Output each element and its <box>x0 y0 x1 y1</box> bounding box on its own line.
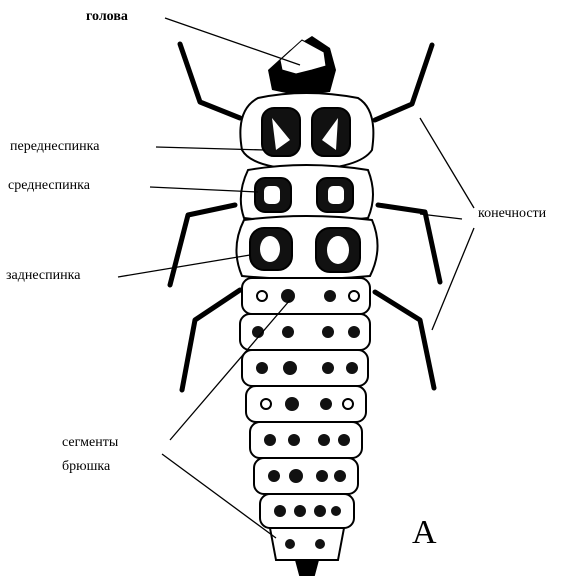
pronotum-shape <box>240 93 373 170</box>
figure-letter: А <box>412 515 437 551</box>
right-front-leg <box>375 45 432 120</box>
left-front-leg <box>180 44 240 118</box>
limbs-label: конечности <box>478 206 546 222</box>
mesonotum-label: среднеспинка <box>8 178 90 194</box>
metanotum-leader <box>118 255 250 277</box>
abdomen-label-line1: сегменты <box>62 435 118 451</box>
right-hind-leg <box>375 292 434 388</box>
pronotum-label: переднеспинка <box>10 139 99 155</box>
head-label: голова <box>86 9 128 25</box>
left-hind-leg <box>182 290 240 390</box>
head-shape <box>268 36 336 96</box>
left-middle-leg <box>170 205 235 285</box>
abdomen <box>240 278 370 575</box>
thorax <box>236 93 377 279</box>
right-middle-leg <box>378 205 440 282</box>
abdomen-label-line2: брюшка <box>62 459 110 475</box>
metanotum-label: заднеспинка <box>6 268 80 284</box>
limbs-leader-1 <box>420 118 474 208</box>
abdominal-tip <box>270 528 344 560</box>
